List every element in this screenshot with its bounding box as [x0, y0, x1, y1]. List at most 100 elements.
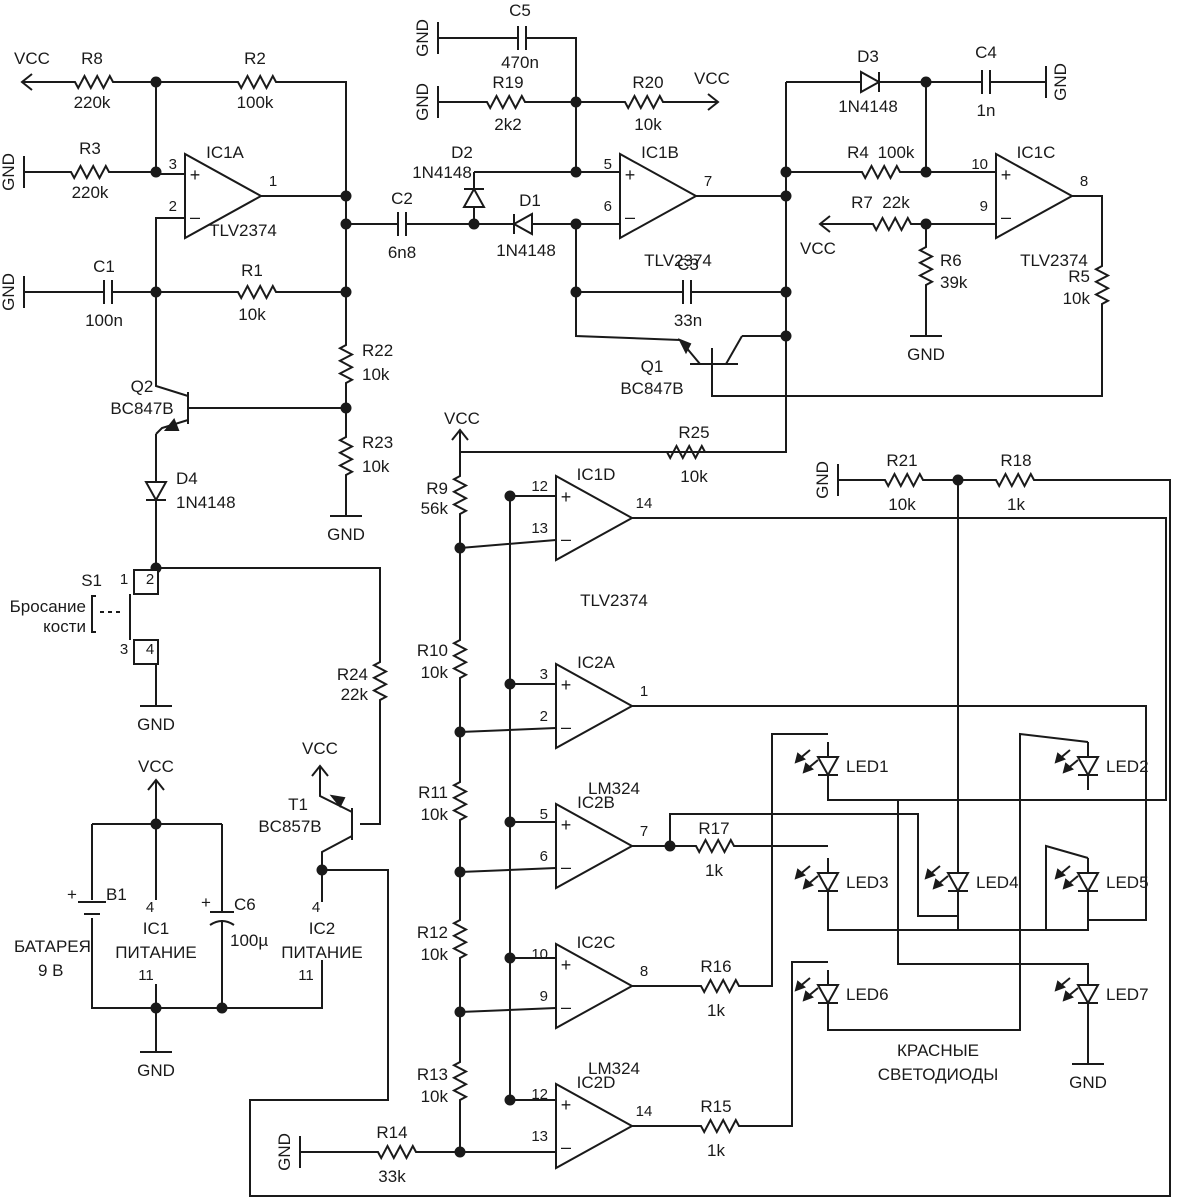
- light-arrow-head: [1062, 878, 1074, 890]
- junction-dot: [504, 1094, 516, 1106]
- diode-triangle: [1076, 756, 1100, 778]
- resistor-r15: [696, 1117, 744, 1135]
- diode-triangle: [511, 212, 533, 236]
- switch-label: кости: [43, 617, 86, 636]
- junction-dot: [570, 166, 582, 178]
- component-ref: IC2C: [577, 933, 616, 952]
- pin-number: 1: [120, 571, 128, 588]
- vcc-supply-symbol: VCC: [138, 757, 174, 791]
- component-ref: R12: [417, 923, 448, 942]
- pin-number: 2: [169, 198, 177, 215]
- resistor-r14: [372, 1143, 422, 1161]
- opamp-ic2c: +–: [555, 942, 635, 1030]
- resistor-r19: [482, 93, 530, 111]
- wire: [459, 539, 557, 549]
- component-ref: LED7: [1106, 985, 1149, 1004]
- resistor-body: [232, 283, 282, 301]
- leds-caption: КРАСНЫЕ: [897, 1041, 979, 1060]
- opamp-plus-symbol: +: [561, 815, 572, 835]
- component-value: 10k: [888, 495, 916, 514]
- ground-symbol: GND: [413, 83, 439, 121]
- opamp-plus-symbol: +: [561, 1095, 572, 1115]
- pin-number: 12: [531, 1086, 548, 1103]
- pin-number: 3: [540, 666, 548, 683]
- light-arrow-head: [802, 990, 814, 1002]
- component-ref: LED2: [1106, 757, 1149, 776]
- opamp-triangle: [555, 942, 635, 1030]
- wire: [1045, 844, 1089, 930]
- resistor-body: [856, 163, 906, 181]
- diode-triangle: [144, 481, 168, 503]
- component-part: LM324: [588, 779, 640, 798]
- opamp-ic1a: +–: [184, 152, 264, 240]
- pin-number: 10: [971, 156, 988, 173]
- ground-label: GND: [413, 19, 432, 57]
- light-arrow-head: [924, 868, 936, 880]
- capacitor-c5: [504, 26, 540, 50]
- light-arrow-head: [1054, 868, 1066, 880]
- supply-arrow: [20, 73, 33, 91]
- pin-number: 14: [636, 495, 653, 512]
- diode-triangle: [946, 872, 970, 894]
- opamp-minus-symbol: –: [561, 529, 571, 549]
- transistor-q2: [163, 392, 189, 431]
- component-value: 10k: [1063, 289, 1091, 308]
- resistor-r13: [451, 1056, 469, 1106]
- component-part: TLV2374: [1020, 251, 1088, 270]
- component-ref: R18: [1000, 451, 1031, 470]
- power-label: ПИТАНИЕ: [115, 943, 196, 962]
- ground-symbol: GND: [413, 19, 439, 57]
- opamp-minus-symbol: –: [625, 207, 635, 227]
- ground-label: GND: [413, 83, 432, 121]
- resistor-body: [451, 634, 469, 684]
- component-value: 1k: [707, 1141, 725, 1160]
- component-value: 10k: [634, 115, 662, 134]
- resistor-r7: [868, 215, 916, 233]
- supply-label: VCC: [14, 49, 50, 68]
- collector-lead: [725, 335, 743, 365]
- resistor-r18: [990, 471, 1040, 489]
- capacitor-c2: [390, 212, 414, 236]
- component-value: 10k: [238, 305, 266, 324]
- ground-symbol: GND: [813, 461, 839, 499]
- component-value: 1N4148: [838, 97, 898, 116]
- resistor-r24: [371, 650, 389, 712]
- vcc-supply-symbol: VCC: [444, 409, 480, 441]
- component-ref: LED6: [846, 985, 889, 1004]
- component-ref: R5: [1068, 267, 1090, 286]
- component-ref: Q1: [641, 357, 664, 376]
- light-arrow-head: [802, 762, 814, 774]
- diode-d1: [496, 212, 550, 236]
- junction-dot: [504, 490, 516, 502]
- battery-voltage: 9 В: [38, 961, 64, 980]
- pin-number: 9: [980, 198, 988, 215]
- battery-label: БАТАРЕЯ: [14, 937, 91, 956]
- light-arrow-head: [1062, 762, 1074, 774]
- supply-arrow: [311, 764, 329, 777]
- component-ref: C4: [975, 43, 997, 62]
- component-ref: C5: [509, 1, 531, 20]
- diode-triangle: [816, 872, 840, 894]
- component-value: 1n: [977, 101, 996, 120]
- resistor-body: [620, 93, 668, 111]
- pin-number: 3: [120, 641, 128, 658]
- component-ref: LED1: [846, 757, 889, 776]
- diode-triangle: [462, 186, 486, 208]
- component-part: TLV2374: [580, 591, 648, 610]
- switch-contact: [133, 569, 159, 595]
- diode-triangle: [816, 756, 840, 778]
- component-ref: R15: [700, 1097, 731, 1116]
- opamp-plus-symbol: +: [1001, 165, 1012, 185]
- component-value: 1N4148: [412, 163, 472, 182]
- component-value: 22k: [341, 685, 369, 704]
- component-ref: R17: [698, 819, 729, 838]
- junction-dot: [504, 678, 516, 690]
- pin-number: 13: [531, 1128, 548, 1145]
- component-value: 10k: [362, 457, 390, 476]
- component-value: 100k: [878, 143, 915, 162]
- ground-label: GND: [0, 153, 18, 191]
- opamp-minus-symbol: –: [561, 717, 571, 737]
- light-arrow-head: [1062, 990, 1074, 1002]
- opamp-triangle: [995, 152, 1075, 240]
- component-ref: C3: [677, 255, 699, 274]
